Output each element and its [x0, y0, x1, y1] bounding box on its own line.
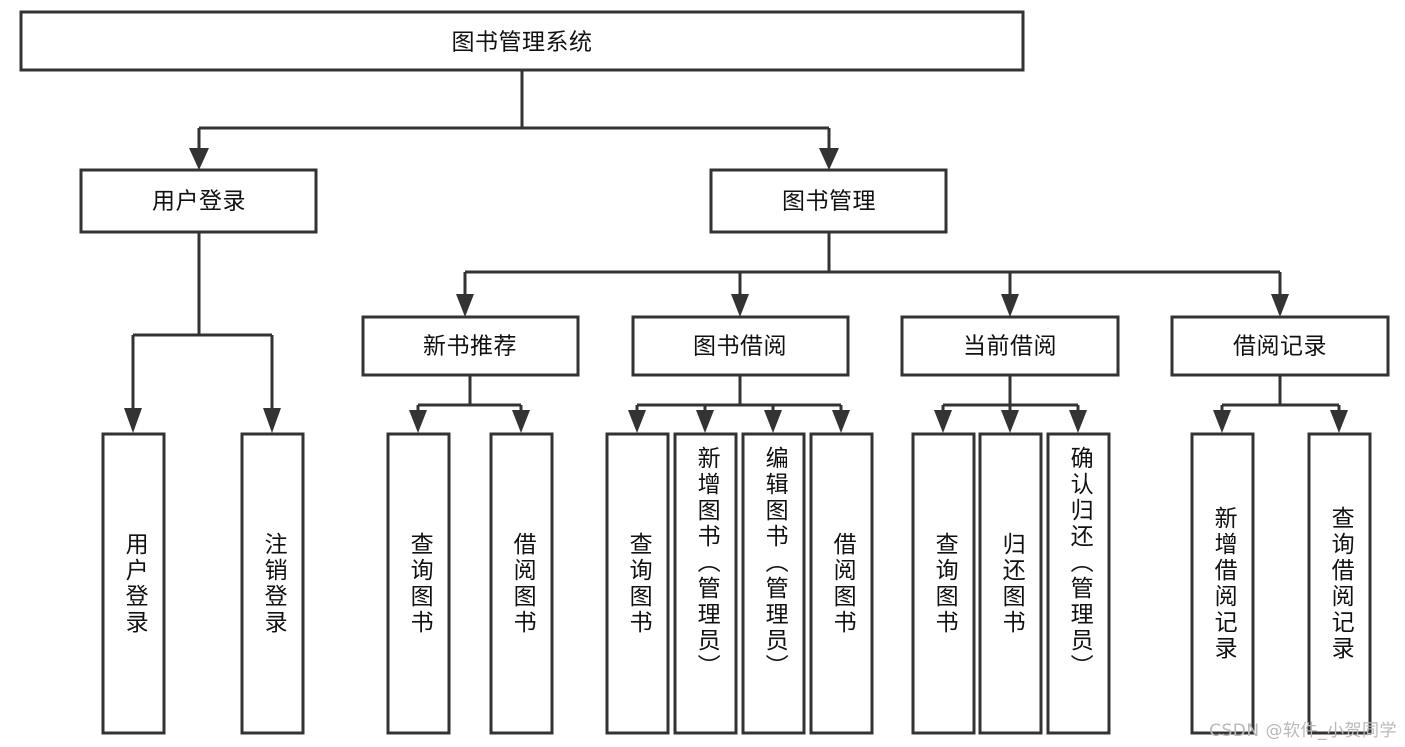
node-user-login-label: 用户登录: [152, 189, 246, 215]
node-leaf-add-book-box[interactable]: [673, 432, 738, 735]
arrow-head-leaf-add-book: [696, 410, 714, 433]
node-leaf-return-book-box[interactable]: [978, 432, 1043, 735]
arrow-head-current-borrow: [1001, 294, 1019, 317]
node-root-label: 图书管理系统: [452, 30, 593, 56]
arrow-head-leaf-add-record: [1213, 410, 1231, 433]
arrow-head-leaf-borrow-book-2: [832, 410, 850, 433]
node-leaf-query-book-1-box[interactable]: [386, 432, 451, 735]
node-leaf-query-record-box[interactable]: [1307, 432, 1372, 735]
arrow-head-leaf-user-login: [124, 408, 142, 433]
node-book-manage-label: 图书管理: [782, 189, 876, 215]
arrow-head-leaf-confirm-return: [1069, 410, 1087, 433]
arrow-head-leaf-query-book-3: [934, 410, 952, 433]
node-leaf-query-book-3-box[interactable]: [911, 432, 976, 735]
node-book-borrow-label: 图书借阅: [693, 334, 787, 360]
node-new-book-recommend-label: 新书推荐: [423, 334, 517, 360]
connector-layer: [124, 70, 1348, 433]
node-leaf-confirm-return-box[interactable]: [1046, 432, 1111, 735]
node-leaf-borrow-book-2-box[interactable]: [809, 432, 874, 735]
node-book-manage-box[interactable]: [709, 168, 948, 234]
arrow-head-leaf-logout: [263, 408, 281, 433]
node-leaf-user-login-box[interactable]: [101, 432, 166, 735]
node-current-borrow-label: 当前借阅: [963, 334, 1057, 360]
arrow-head-leaf-query-book-2: [628, 410, 646, 433]
node-leaf-add-record-box[interactable]: [1190, 432, 1255, 735]
node-borrow-record-label: 借阅记录: [1233, 334, 1327, 360]
node-leaf-logout-box[interactable]: [240, 432, 305, 735]
node-leaf-borrow-book-1-box[interactable]: [489, 432, 554, 735]
arrow-head-borrow-record: [1271, 294, 1289, 317]
arrow-head-leaf-query-book-1: [409, 410, 427, 433]
node-root-box[interactable]: [19, 10, 1025, 72]
node-current-borrow-box[interactable]: [900, 315, 1120, 377]
csdn-watermark: CSDN @软件_小贺同学: [1209, 721, 1397, 741]
arrow-head-new-book-recommend: [456, 294, 474, 317]
arrow-head-user-login: [189, 148, 209, 170]
node-book-borrow-box[interactable]: [631, 315, 850, 377]
node-new-book-recommend-box[interactable]: [361, 315, 580, 377]
arrow-head-leaf-return-book: [1001, 410, 1019, 433]
node-leaf-query-book-2-box[interactable]: [605, 432, 670, 735]
arrow-head-leaf-edit-book: [764, 410, 782, 433]
node-layer: 图书管理系统 用户登录 图书管理 新书推荐 图书借阅 当前借阅 借阅记录: [19, 10, 1390, 735]
node-user-login-box[interactable]: [79, 168, 318, 234]
arrow-head-book-manage: [819, 148, 839, 170]
arrow-head-book-borrow: [731, 294, 749, 317]
node-borrow-record-box[interactable]: [1170, 315, 1390, 377]
node-leaf-edit-book-box[interactable]: [741, 432, 806, 735]
arrow-head-leaf-query-record: [1330, 410, 1348, 433]
arrow-head-leaf-borrow-book-1: [512, 410, 530, 433]
